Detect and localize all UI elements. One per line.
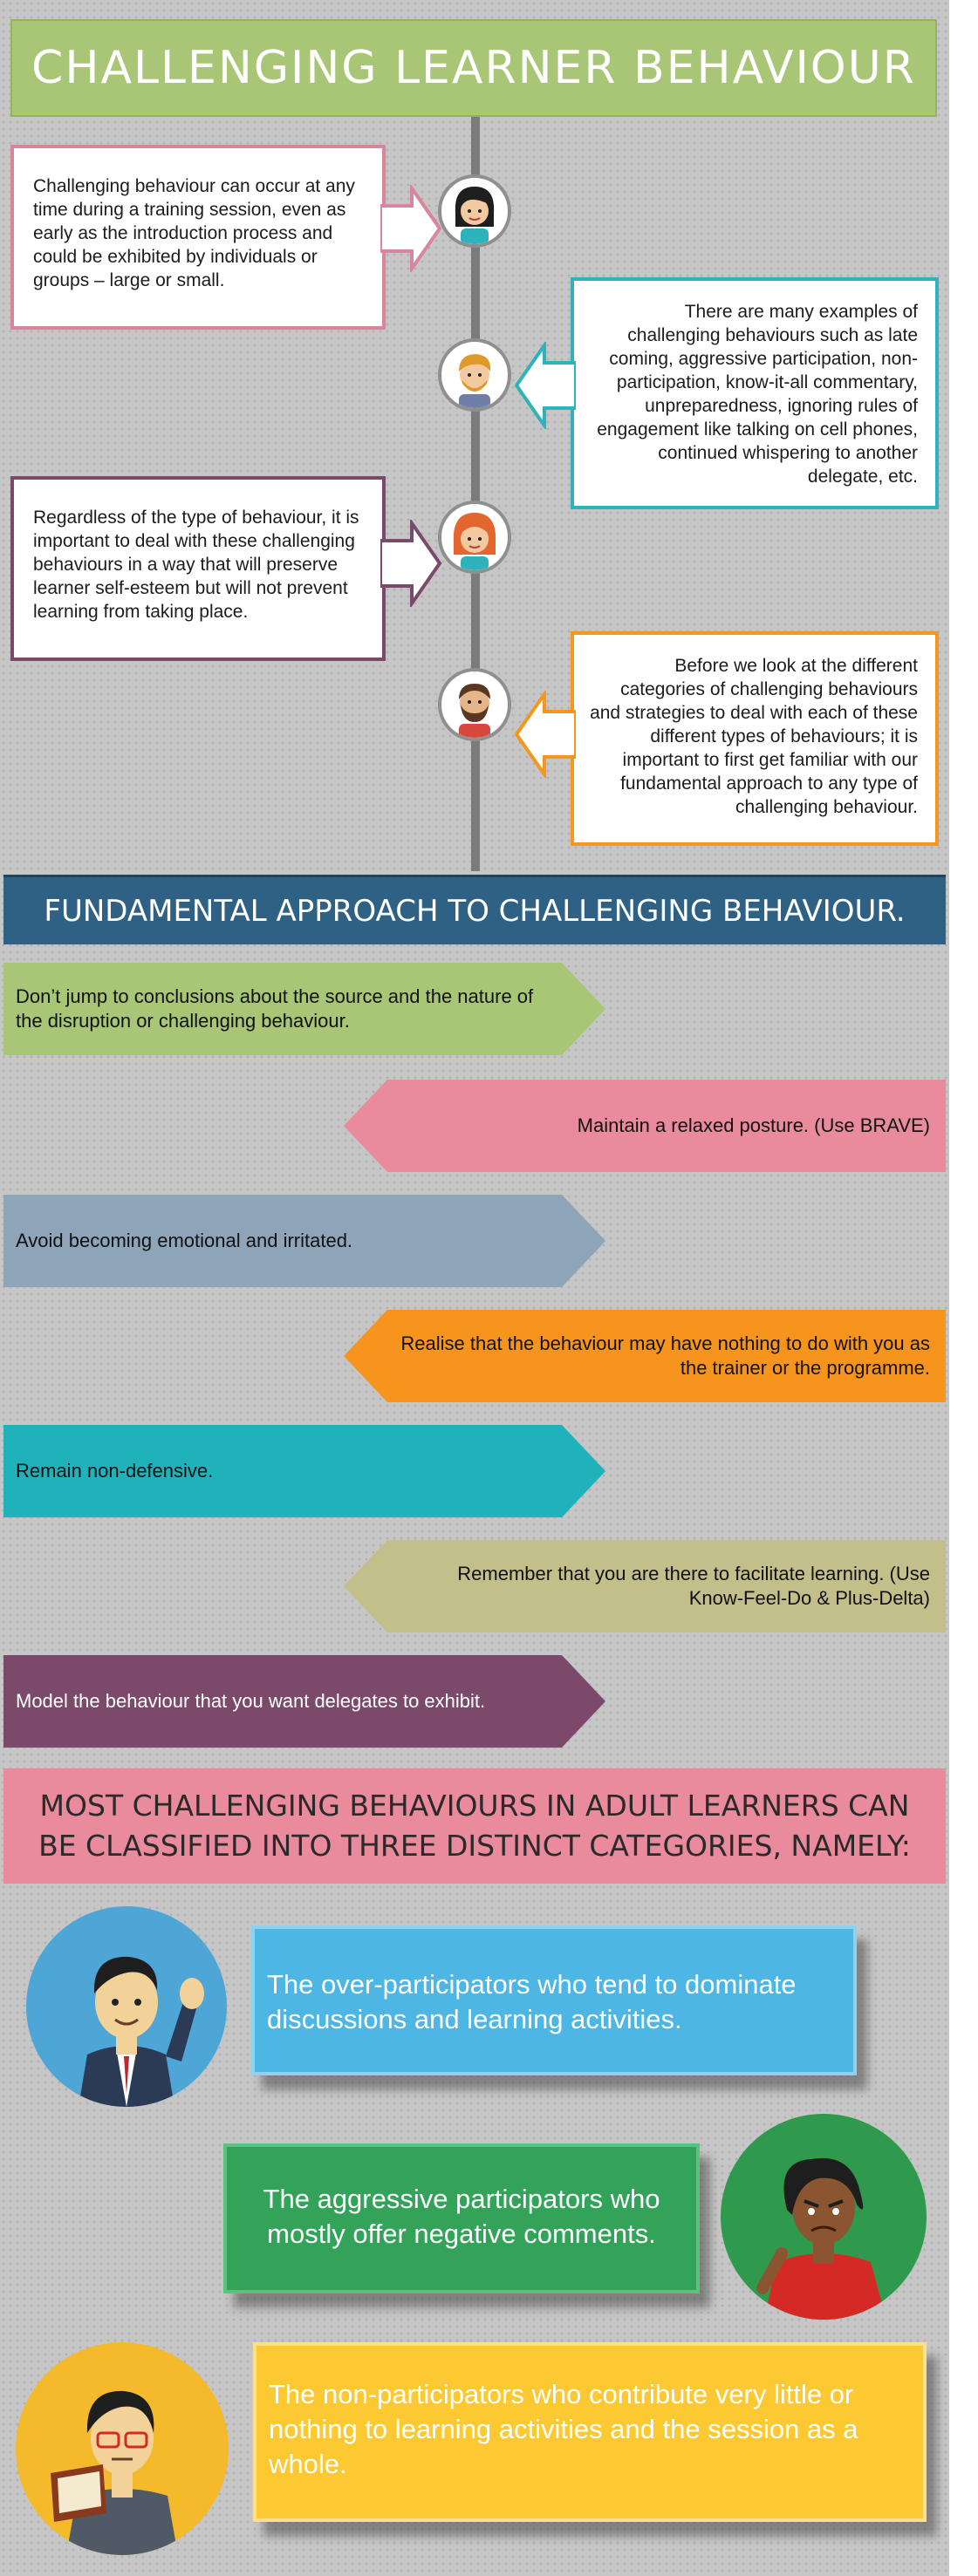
categories-heading-line-1: MOST CHALLENGING BEHAVIOURS IN ADULT LEA… — [39, 1789, 910, 1823]
callout-arrow-right-icon — [380, 185, 442, 272]
category-box-1: The over-participators who tend to domin… — [251, 1925, 857, 2075]
step-text: Remain non-defensive. — [16, 1460, 214, 1482]
title-banner: CHALLENGING LEARNER BEHAVIOUR — [10, 19, 937, 117]
category-text: The aggressive participators who mostly … — [263, 2184, 660, 2249]
step-text: Realise that the behaviour may have noth… — [400, 1332, 930, 1379]
callout-text: Challenging behaviour can occur at any t… — [33, 176, 355, 290]
callout-text: Regardless of the type of behaviour, it … — [33, 508, 359, 622]
category-box-2: The aggressive participators who mostly … — [223, 2143, 700, 2293]
category-box-3: The non-participators who contribute ver… — [253, 2342, 927, 2522]
man-blond-hair-icon — [438, 338, 511, 412]
man-beard-icon — [438, 668, 511, 741]
woman-dark-hair-icon — [438, 174, 511, 248]
approach-step-6: Remember that you are there to facilitat… — [344, 1540, 946, 1632]
timeline-callout-4: Before we look at the different categori… — [571, 631, 939, 846]
timeline-callout-3: Regardless of the type of behaviour, it … — [10, 476, 386, 661]
bored-reader-icon — [16, 2342, 229, 2555]
approach-step-4: Realise that the behaviour may have noth… — [344, 1310, 946, 1402]
approach-step-2: Maintain a relaxed posture. (Use BRAVE) — [344, 1080, 946, 1172]
step-text: Don’t jump to conclusions about the sour… — [16, 985, 534, 1032]
timeline-callout-2: There are many examples of challenging b… — [571, 277, 939, 509]
step-text: Model the behaviour that you want delega… — [16, 1690, 486, 1712]
category-text: The non-participators who contribute ver… — [269, 2379, 858, 2479]
approach-step-5: Remain non-defensive. — [3, 1425, 605, 1517]
approach-heading-bar: FUNDAMENTAL APPROACH TO CHALLENGING BEHA… — [3, 875, 946, 944]
angry-woman-icon — [721, 2114, 927, 2320]
step-text: Maintain a relaxed posture. (Use BRAVE) — [577, 1114, 930, 1136]
timeline-line — [471, 117, 480, 871]
approach-step-1: Don’t jump to conclusions about the sour… — [3, 963, 605, 1055]
category-text: The over-participators who tend to domin… — [267, 1969, 797, 2034]
callout-arrow-left-icon — [514, 342, 576, 429]
callout-text: There are many examples of challenging b… — [597, 302, 918, 487]
approach-step-7: Model the behaviour that you want delega… — [3, 1655, 605, 1748]
raised-hand-man-icon — [26, 1906, 227, 2107]
timeline-callout-1: Challenging behaviour can occur at any t… — [10, 145, 386, 330]
categories-heading-bar: MOST CHALLENGING BEHAVIOURS IN ADULT LEA… — [3, 1768, 946, 1884]
callout-text: Before we look at the different categori… — [590, 656, 918, 817]
approach-heading: FUNDAMENTAL APPROACH TO CHALLENGING BEHA… — [44, 893, 906, 929]
woman-red-hair-icon — [438, 501, 511, 574]
step-text: Avoid becoming emotional and irritated. — [16, 1230, 353, 1251]
callout-arrow-right-icon — [380, 520, 442, 607]
approach-step-3: Avoid becoming emotional and irritated. — [3, 1195, 605, 1287]
infographic-page: CHALLENGING LEARNER BEHAVIOUR Challengin… — [0, 0, 949, 2576]
callout-arrow-left-icon — [514, 691, 576, 778]
categories-heading-line-2: BE CLASSIFIED INTO THREE DISTINCT CATEGO… — [38, 1829, 911, 1863]
page-title: CHALLENGING LEARNER BEHAVIOUR — [31, 42, 916, 94]
step-text: Remember that you are there to facilitat… — [457, 1563, 930, 1609]
